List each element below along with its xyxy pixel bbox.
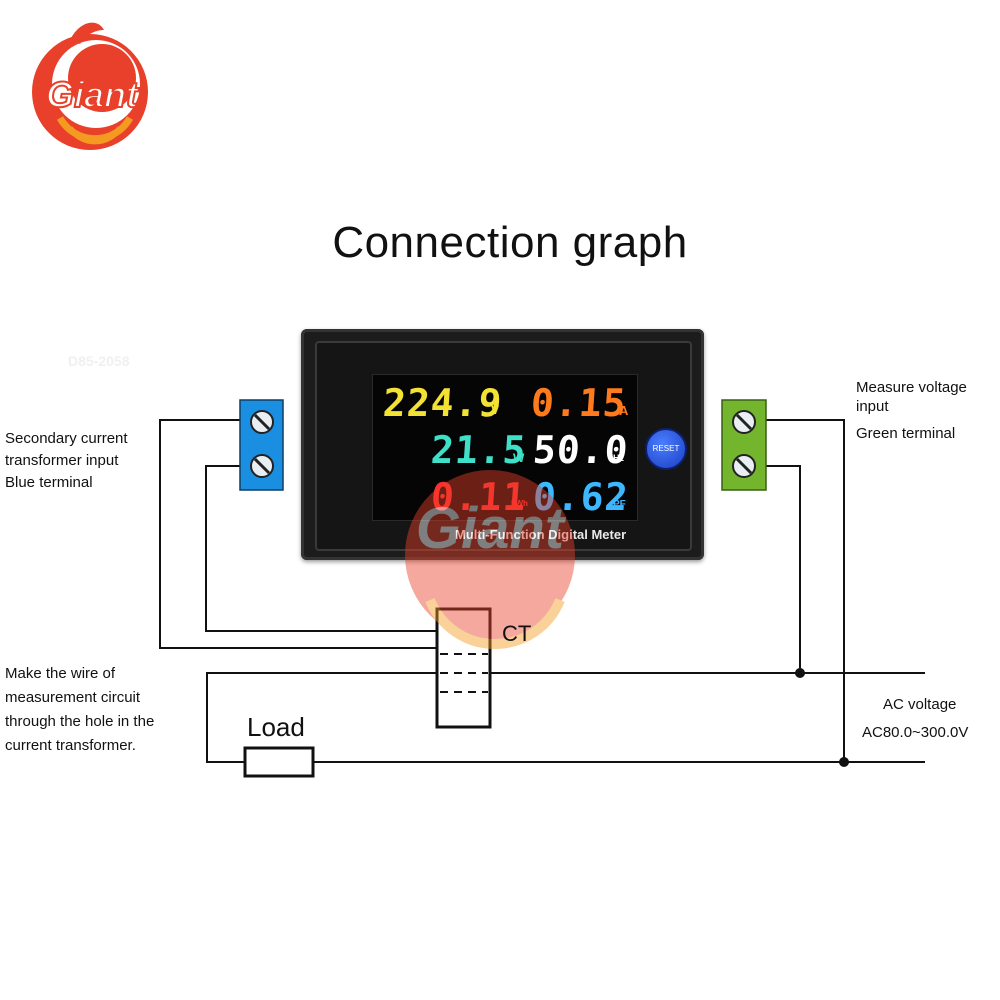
current-transformer [435,607,492,729]
measure-voltage-label: Measure voltage input Green terminal [856,379,967,442]
power-reading: 21.5 [429,428,529,472]
energy-unit: kWh [511,499,528,508]
ac-voltage-label: AC voltage [883,696,957,713]
power-factor-unit: PF [613,499,626,510]
ct-wire-inner [205,465,437,632]
voltage-reading: 224.9 [381,381,504,425]
secondary-ct-label: Secondary current transformer input Blue… [5,430,128,491]
logo-mark-icon [32,22,148,150]
frequency-reading: 50.0 [531,428,631,472]
junction-dot [795,668,805,678]
energy-reading: 0.11 [429,475,529,519]
page-title: Connection graph [332,218,688,267]
junction-dot [839,757,849,767]
ct-wire-outer [159,419,437,649]
load-resistor [243,746,315,778]
reset-button[interactable]: RESET [645,428,687,470]
wire-instruction-label: Make the wire of measurement circuit thr… [5,665,155,754]
power-factor-reading: 0.62 [531,475,631,519]
frequency-unit: Hz [613,453,624,463]
live-line [206,672,925,763]
ct-label: CT [502,621,532,646]
green-terminal [721,399,767,491]
current-reading: 0.15 [529,381,629,425]
load-label: Load [247,712,305,742]
voltage-wire-outer [766,419,845,762]
voltage-wire-inner [766,465,801,673]
blue-terminal [239,399,284,491]
logo-text: Giant [46,74,140,115]
meter-display: 224.9 V 0.15 A 21.5 W 50.0 Hz 0.11 kWh 0… [372,374,638,521]
voltage-unit: V [491,403,500,417]
power-unit: W [513,451,525,465]
ac-range-label: AC80.0~300.0V [862,724,969,741]
current-unit: A [619,403,629,418]
meter-model: D85-2058 [68,353,130,369]
meter-name: Multi-Function Digital Meter [455,527,627,542]
wires [159,419,925,763]
